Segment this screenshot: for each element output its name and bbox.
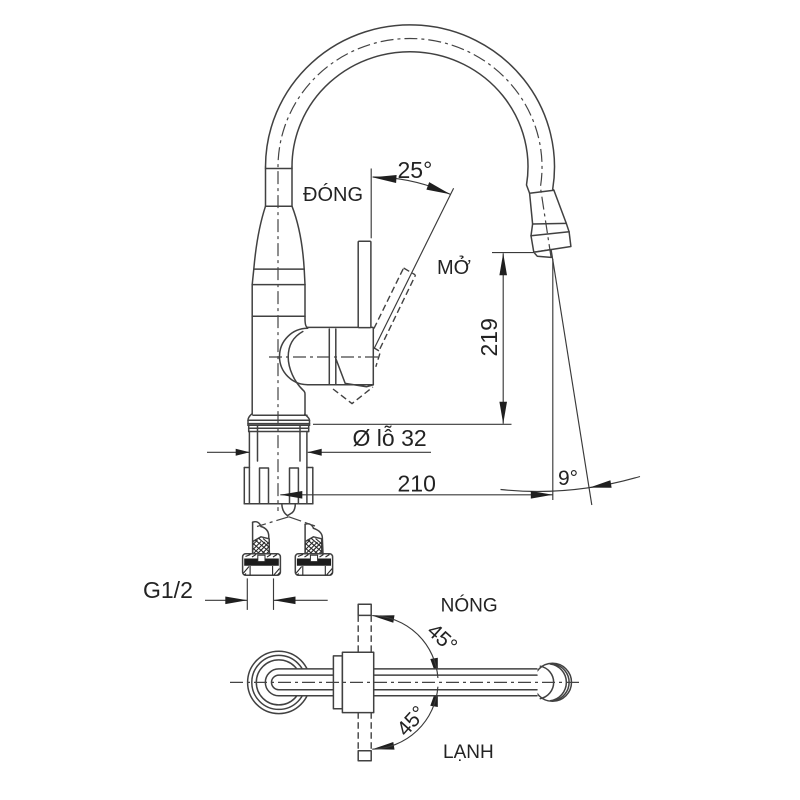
svg-text:ĐÓNG: ĐÓNG: [303, 183, 363, 206]
svg-text:45°: 45°: [392, 702, 430, 741]
svg-text:210: 210: [398, 471, 436, 497]
svg-text:NÓNG: NÓNG: [441, 595, 498, 617]
svg-text:LẠNH: LẠNH: [443, 742, 494, 763]
svg-text:G1/2: G1/2: [143, 577, 193, 603]
svg-text:Ø lỗ 32: Ø lỗ 32: [353, 425, 427, 451]
svg-text:MỞ: MỞ: [437, 255, 471, 279]
svg-text:9°: 9°: [558, 467, 578, 490]
svg-text:219: 219: [476, 318, 502, 356]
svg-text:45°: 45°: [422, 619, 461, 657]
svg-text:25°: 25°: [398, 157, 433, 183]
